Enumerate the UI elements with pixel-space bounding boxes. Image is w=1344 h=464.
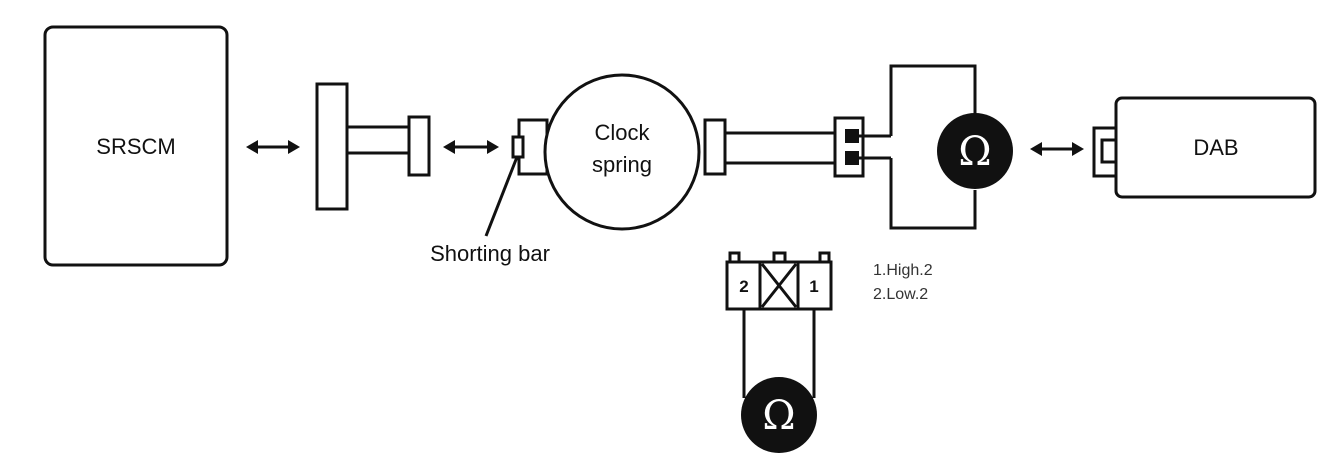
clock-spring-harness <box>725 116 865 178</box>
dab-label: DAB <box>1193 135 1238 160</box>
clock-spring-label-line2: spring <box>592 152 652 177</box>
clock-spring: Clock spring <box>511 73 727 231</box>
dab-module: DAB <box>1092 96 1317 199</box>
pin-2-label: 2 <box>739 277 748 296</box>
note-line-1: 1.High.2 <box>873 262 933 279</box>
shorting-bar-callout: Shorting bar <box>430 156 550 266</box>
pin-1-label: 1 <box>809 277 818 296</box>
srscm-module: SRSCM <box>43 25 229 267</box>
ohmmeter-icon: Ω <box>741 377 817 453</box>
connector-x-icon <box>760 263 798 308</box>
srscm-label: SRSCM <box>96 134 175 159</box>
shorting-bar-label: Shorting bar <box>430 241 550 266</box>
intermediate-connector <box>315 82 431 211</box>
ohm-symbol: Ω <box>958 129 991 175</box>
note-line-2: 2.Low.2 <box>873 286 928 303</box>
ohmmeter-icon: Ω <box>937 113 1013 189</box>
double-arrow-icon <box>443 140 499 154</box>
clock-spring-label-line1: Clock <box>594 120 650 145</box>
pin-notes: 1.High.2 2.Low.2 <box>873 262 933 303</box>
double-arrow-icon <box>1030 142 1084 156</box>
ohmmeter-test-loop: Ω <box>859 64 1013 230</box>
test-connector: 2 1 Ω <box>725 251 833 453</box>
double-arrow-icon <box>246 140 300 154</box>
ohm-symbol: Ω <box>762 393 795 439</box>
